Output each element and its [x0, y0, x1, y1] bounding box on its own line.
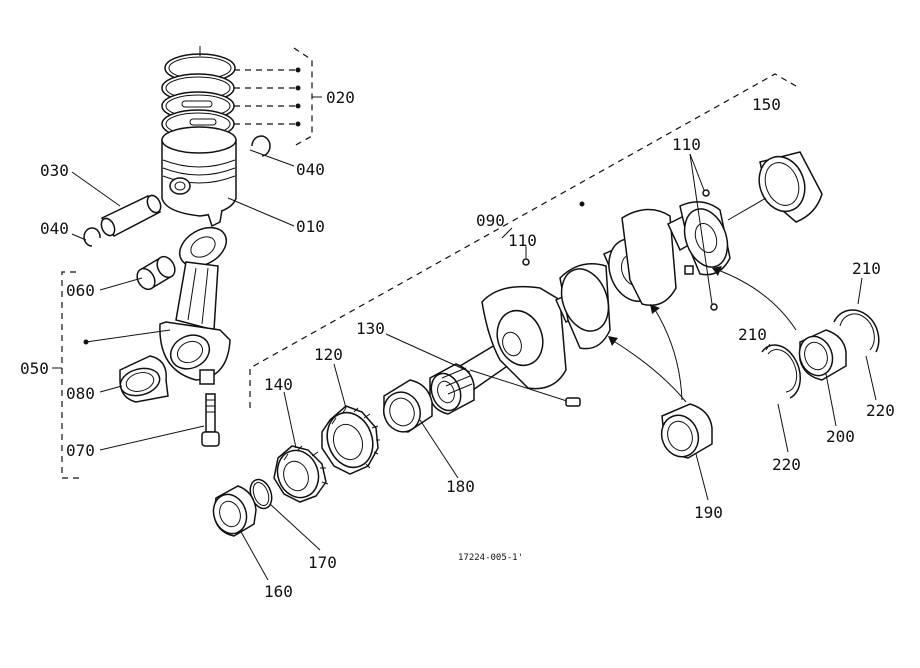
callout-020: 020 [326, 88, 355, 107]
oil-pump-drive-gear[interactable] [271, 445, 329, 504]
piston[interactable] [161, 126, 237, 228]
front-seal[interactable] [208, 485, 257, 538]
callout-140: 140 [264, 375, 293, 394]
callout-040: 040 [40, 219, 69, 238]
crankshaft-bearing-front[interactable] [378, 379, 433, 437]
snap-ring-right[interactable] [251, 135, 271, 157]
plugs[interactable] [522, 153, 718, 311]
snap-ring-left[interactable] [83, 227, 101, 247]
callout-170: 170 [308, 553, 337, 572]
callout-labels: 020 040 030 010 040 060 050 080 070 090 … [20, 88, 895, 601]
callout-220: 220 [866, 401, 895, 420]
callout-120: 120 [314, 345, 343, 364]
callout-080: 080 [66, 384, 95, 403]
callout-070: 070 [66, 441, 95, 460]
thrust-washer-left[interactable] [761, 344, 801, 399]
callout-110: 110 [672, 135, 701, 154]
callout-130: 130 [356, 319, 385, 338]
main-bearing-rear[interactable] [752, 150, 823, 223]
callout-090: 090 [476, 211, 505, 230]
callout-180: 180 [446, 477, 475, 496]
callout-190: 190 [694, 503, 723, 522]
small-end-bushing[interactable] [134, 253, 179, 292]
piston-pin[interactable] [99, 193, 163, 237]
piston-rings[interactable] [161, 46, 236, 139]
connecting-rod-bearing[interactable] [117, 355, 169, 403]
callout-060: 060 [66, 281, 95, 300]
crankshaft-group-boundary [249, 73, 797, 408]
ring-set-bracket [234, 47, 322, 147]
callout-030: 030 [40, 161, 69, 180]
assembly-arrows [608, 197, 797, 403]
crankshaft-key[interactable] [469, 369, 581, 407]
thrust-washer-right[interactable] [833, 309, 880, 353]
callout-010: 010 [296, 217, 325, 236]
connecting-rod-bolt[interactable] [201, 393, 220, 447]
main-bearing-center[interactable] [656, 403, 713, 462]
callout-200: 200 [826, 427, 855, 446]
callout-050: 050 [20, 359, 49, 378]
main-bearing-holder[interactable] [794, 329, 847, 381]
crankshaft[interactable] [448, 201, 735, 393]
connecting-rod-group-bracket [52, 271, 80, 479]
callout-160: 160 [264, 582, 293, 601]
callout-150: 150 [752, 95, 781, 114]
callout-210: 210 [852, 259, 881, 278]
callout-110: 110 [508, 231, 537, 250]
crankshaft-gear[interactable] [320, 405, 380, 475]
callout-210: 210 [738, 325, 767, 344]
crankshaft-collar[interactable] [426, 363, 475, 415]
callout-040: 040 [296, 160, 325, 179]
leader-lines [71, 149, 877, 581]
callout-220: 220 [772, 455, 801, 474]
diagram-code: 17224-005-1' [458, 553, 523, 563]
connecting-rod[interactable] [159, 220, 233, 385]
